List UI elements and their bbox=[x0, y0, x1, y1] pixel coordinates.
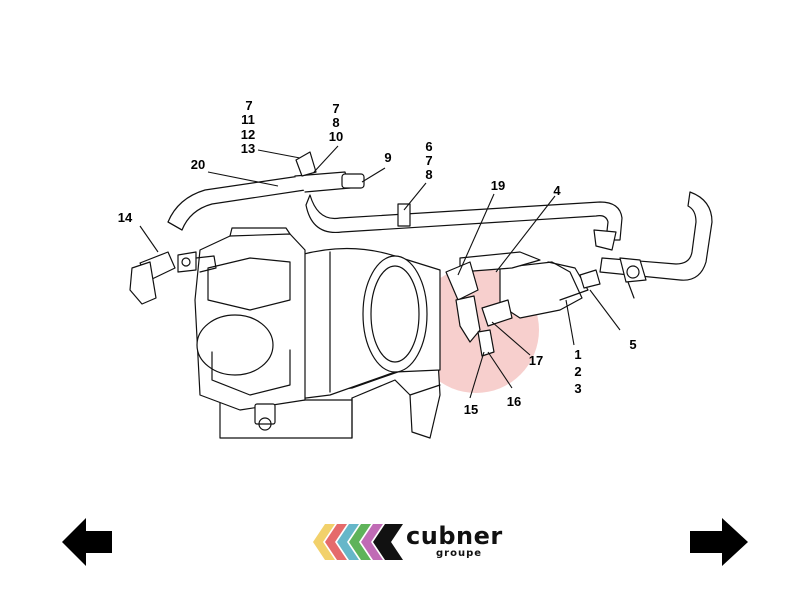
previous-page-button[interactable] bbox=[62, 518, 112, 566]
callout-9: 9 bbox=[384, 150, 392, 165]
callout-14: 14 bbox=[117, 210, 133, 225]
logo-wordmark: cubner bbox=[406, 522, 503, 550]
hose-right bbox=[599, 191, 713, 281]
callout-7: 7 bbox=[332, 101, 340, 116]
callout-10: 10 bbox=[328, 129, 344, 144]
hose-long bbox=[305, 194, 623, 241]
callout-6: 6 bbox=[425, 139, 433, 154]
callout-3: 3 bbox=[574, 381, 582, 396]
callout-17: 17 bbox=[528, 353, 544, 368]
arrow-left-icon bbox=[62, 518, 112, 566]
callout-7: 7 bbox=[245, 98, 253, 113]
cubner-groupe-logo: cubner groupe bbox=[311, 520, 503, 564]
callout-4: 4 bbox=[553, 183, 561, 198]
callout-8: 8 bbox=[425, 167, 433, 182]
arrow-right-icon bbox=[690, 518, 748, 566]
callout-8: 8 bbox=[332, 115, 340, 130]
callout-16: 16 bbox=[506, 394, 522, 409]
callout-19: 19 bbox=[490, 178, 506, 193]
callout-2: 2 bbox=[574, 364, 582, 379]
callout-15: 15 bbox=[463, 402, 479, 417]
next-page-button[interactable] bbox=[690, 518, 748, 566]
callout-12: 12 bbox=[240, 127, 256, 142]
callout-1: 1 bbox=[574, 347, 582, 362]
callout-20: 20 bbox=[190, 157, 206, 172]
logo-mark bbox=[313, 524, 403, 560]
callout-13: 13 bbox=[240, 141, 256, 156]
valve-assembly bbox=[499, 261, 583, 319]
callout-5: 5 bbox=[629, 337, 637, 352]
pump-end-cover bbox=[196, 314, 274, 376]
logo-subtitle: groupe bbox=[436, 548, 483, 559]
callout-11: 11 bbox=[241, 112, 255, 127]
hose-20 bbox=[167, 175, 306, 231]
callout-7: 7 bbox=[425, 153, 433, 168]
